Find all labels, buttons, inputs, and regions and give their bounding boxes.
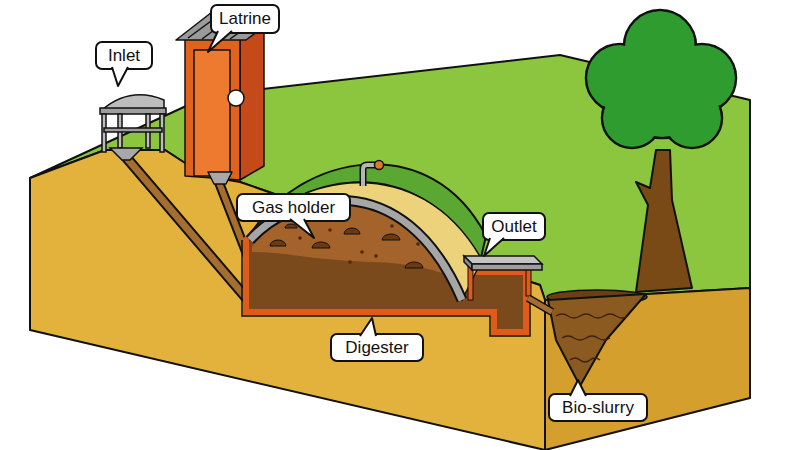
outlet-slab bbox=[464, 256, 542, 264]
callout-label: Digester bbox=[330, 333, 424, 362]
slurry-layer bbox=[570, 358, 600, 362]
slurry-pit bbox=[548, 294, 646, 386]
inlet-structure bbox=[100, 95, 166, 160]
callout-label: Latrine bbox=[210, 4, 280, 34]
scum-bubbles bbox=[270, 224, 423, 268]
inlet-pipe-edge bbox=[125, 156, 248, 300]
latrine-building bbox=[176, 12, 278, 184]
callout-pointer bbox=[484, 238, 504, 256]
slurry-layer bbox=[562, 336, 610, 340]
overflow-pipe bbox=[528, 298, 552, 312]
outlet-slab-front bbox=[472, 264, 542, 270]
label-text: Bio-slurry bbox=[562, 398, 634, 418]
slurry-layer bbox=[556, 314, 628, 318]
callout-label: Outlet bbox=[482, 212, 546, 241]
gas-valve bbox=[375, 161, 384, 170]
soil-side bbox=[545, 288, 750, 450]
label-text: Gas holder bbox=[252, 198, 335, 218]
callout-pointer bbox=[570, 380, 586, 396]
label-text: Latrine bbox=[219, 9, 271, 29]
scum-dots bbox=[298, 224, 420, 264]
callout-pointer bbox=[208, 31, 232, 52]
dome-cover bbox=[248, 183, 482, 300]
callout-label: Gas holder bbox=[236, 193, 351, 222]
label-text: Digester bbox=[345, 338, 408, 358]
callout-label: Bio-slurry bbox=[548, 393, 648, 422]
tree-crown-fill bbox=[588, 12, 735, 147]
callout-pointer bbox=[290, 219, 314, 238]
inlet-pipe bbox=[125, 156, 248, 300]
label-text: Outlet bbox=[491, 217, 536, 237]
outlet-slab-side bbox=[464, 256, 472, 270]
soil-section bbox=[30, 150, 545, 450]
callout-pointer bbox=[360, 318, 376, 336]
callout-pointer bbox=[112, 67, 128, 86]
tree-trunk bbox=[636, 150, 692, 292]
tree-crown bbox=[586, 10, 736, 148]
callout-label: Inlet bbox=[95, 41, 153, 70]
label-text: Inlet bbox=[108, 46, 140, 66]
overflow-pipe-edge bbox=[528, 298, 552, 312]
